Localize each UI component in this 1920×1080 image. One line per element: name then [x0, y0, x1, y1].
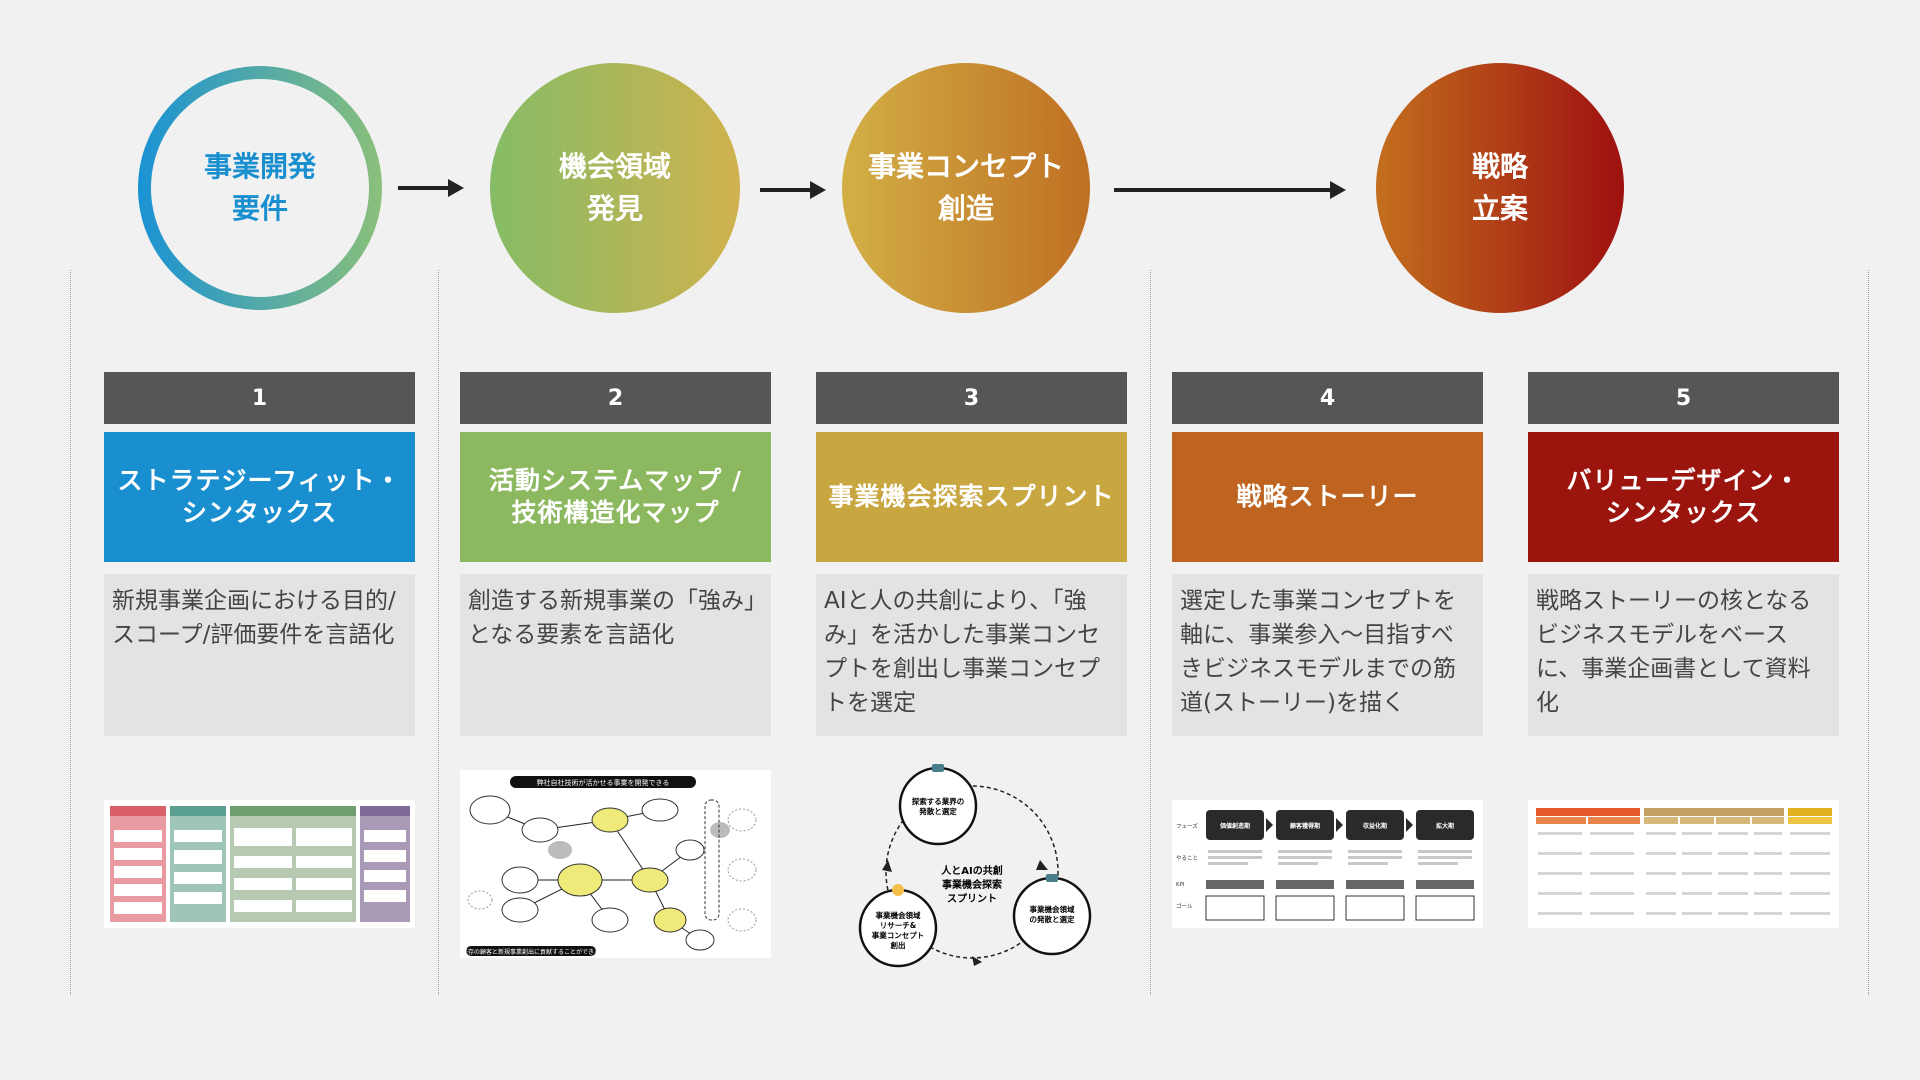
step-number: 5	[1528, 372, 1839, 424]
row-label: やること	[1176, 854, 1198, 862]
map-bottom-banner: 既存の顧客と新規事業創出に貢献することができる	[462, 948, 600, 956]
step-title: 事業機会探索スプリント	[816, 432, 1127, 562]
person-icon	[892, 884, 904, 896]
strategy-story-thumbnail: フェーズ やること KPI ゴール 価値創造期 顧客獲得期 収益化期 拡大期	[1172, 800, 1483, 928]
step-number: 2	[460, 372, 771, 424]
step-title: ストラテジーフィット・ シンタックス	[104, 432, 415, 562]
column-separator	[1150, 270, 1151, 995]
value-design-thumbnail	[1528, 800, 1839, 928]
step-description: 戦略ストーリーの核となるビジネスモデルをベースに、事業企画書として資料化	[1528, 574, 1839, 736]
column-separator	[1868, 270, 1869, 995]
column-separator	[70, 270, 71, 995]
flow-arrow	[760, 181, 826, 199]
circle-opportunity-discovery: 機会領域 発見	[490, 63, 740, 313]
flow-arrow	[1114, 181, 1346, 199]
circle-label: 事業開発 要件	[203, 150, 316, 225]
phase-label: 顧客獲得期	[1290, 822, 1320, 830]
map-top-banner: 弊社自社技術が活かせる事業を開発できる	[537, 778, 670, 787]
circle-label: 戦略 立案	[1471, 150, 1528, 225]
sprint-node	[898, 766, 978, 846]
sprint-node-label: 探索する業界の発散と選定	[912, 796, 965, 816]
step-description: AIと人の共創により、「強み」を活かした事業コンセプトを創出し事業コンセプトを選…	[816, 574, 1127, 736]
circle-label: 機会領域 発見	[558, 150, 671, 225]
sprint-center-label: 人とAIの共創事業機会探索スプリント	[941, 864, 1002, 905]
flow-arrow	[398, 179, 464, 197]
step-description: 創造する新規事業の「強み」となる要素を言語化	[460, 574, 771, 736]
step-title: 活動システムマップ / 技術構造化マップ	[460, 432, 771, 562]
circle-business-requirements: 事業開発 要件	[138, 66, 382, 310]
step-number: 3	[816, 372, 1127, 424]
step-number: 4	[1172, 372, 1483, 424]
robot-icon	[1046, 874, 1058, 882]
phase-label: 収益化期	[1363, 822, 1387, 830]
robot-icon	[932, 764, 944, 772]
circle-strategy-planning: 戦略 立案	[1376, 63, 1624, 313]
step-title: 戦略ストーリー	[1172, 432, 1483, 562]
row-label: ゴール	[1176, 902, 1193, 910]
sprint-node-label: 事業機会領域リサーチ&事業コンセプト創出	[872, 910, 925, 950]
circle-concept-creation: 事業コンセプト 創造	[842, 63, 1090, 313]
row-label: フェーズ	[1176, 822, 1198, 830]
row-label: KPI	[1176, 882, 1185, 888]
step-description: 新規事業企画における目的/スコープ/評価要件を言語化	[104, 574, 415, 736]
step-title: バリューデザイン・ シンタックス	[1528, 432, 1839, 562]
sprint-cycle-thumbnail: 探索する業界の発散と選定 事業機会領域の発散と選定 事業機会領域リサーチ&事業コ…	[858, 764, 1092, 968]
phase-label: 価値創造期	[1219, 822, 1250, 830]
strategy-fit-thumbnail	[104, 800, 415, 928]
step-description: 選定した事業コンセプトを軸に、事業参入〜目指すべきビジネスモデルまでの筋道(スト…	[1172, 574, 1483, 736]
circle-label: 事業コンセプト 創造	[867, 150, 1064, 225]
phase-label: 拡大期	[1436, 822, 1454, 830]
step-number: 1	[104, 372, 415, 424]
activity-system-map-thumbnail: 弊社自社技術が活かせる事業を開発できる 既存の顧客と新規事業創出に貢献することが…	[460, 770, 771, 958]
sprint-node-label: 事業機会領域の発散と選定	[1030, 904, 1075, 924]
column-separator	[438, 270, 439, 995]
